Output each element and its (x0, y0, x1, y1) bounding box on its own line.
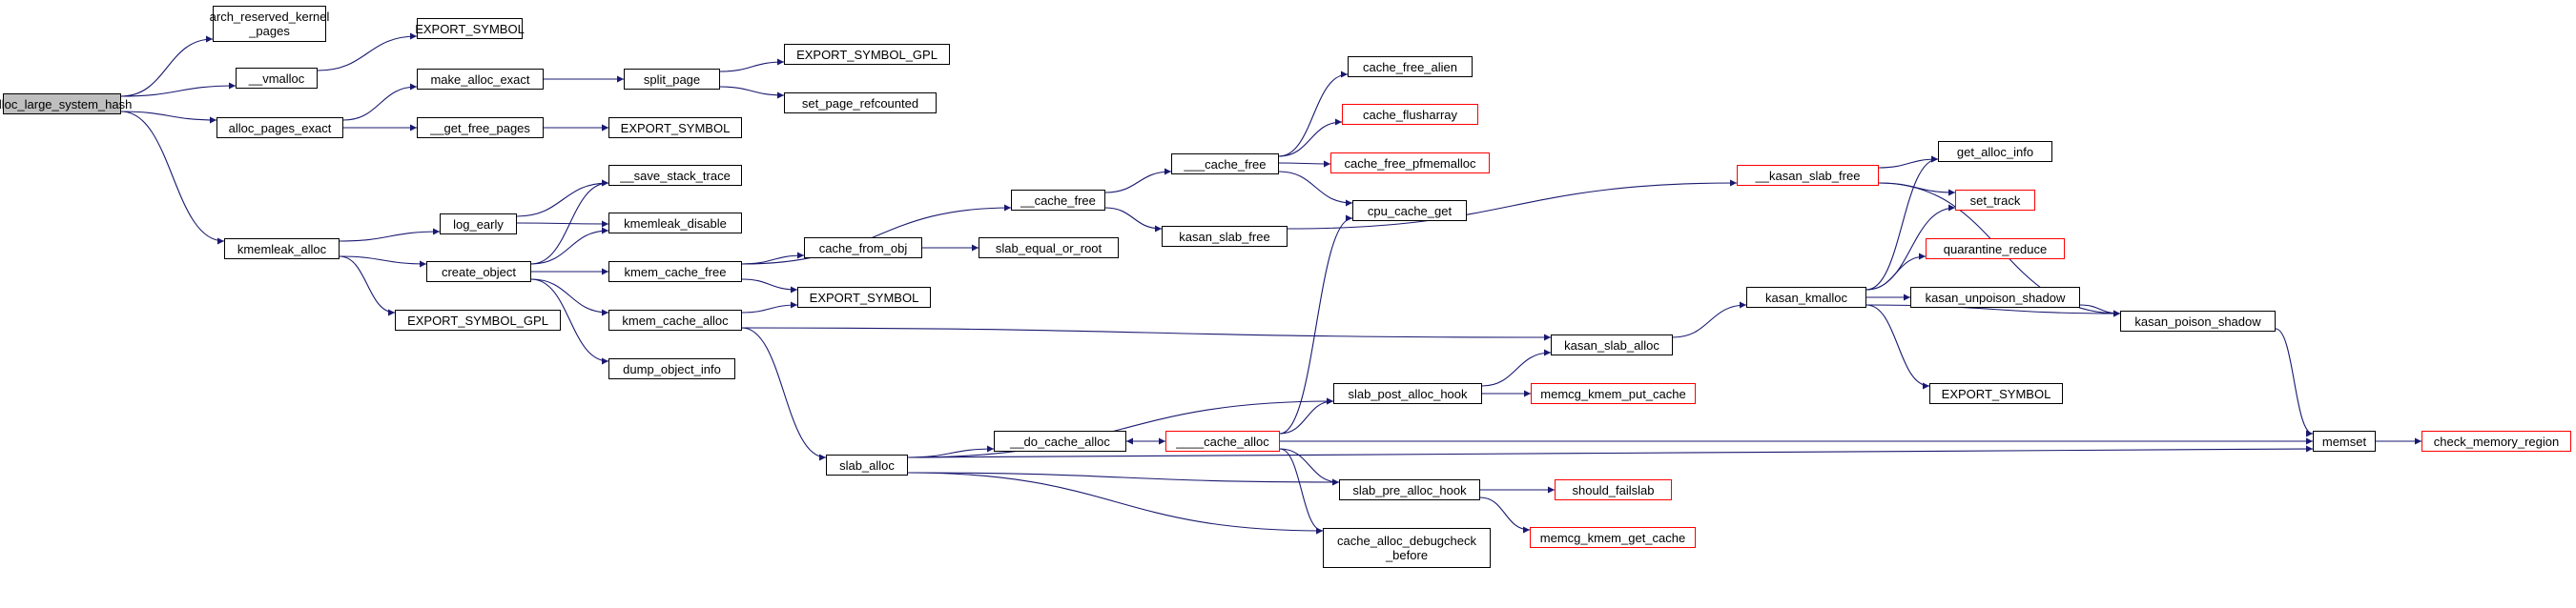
edge-cache-free-2u-to-kasan-slab-free (1104, 207, 1163, 233)
node-arch-reserved-kernel-pages[interactable]: arch_reserved_kernel _pages (210, 6, 329, 42)
node-should-failslab[interactable]: should_failslab (1555, 479, 1672, 500)
node-slab-alloc[interactable]: slab_alloc (826, 455, 908, 476)
node-alloc-large-system-hash: alloc_large_system_hash (0, 93, 132, 114)
edge-kasan-slab-free-2u-to-get-alloc-info (1878, 155, 1939, 169)
node-make-alloc-exact[interactable]: make_alloc_exact (417, 69, 544, 90)
edge-split-page-to-set-page-refcounted (719, 86, 785, 99)
edge-slab-alloc-to-slab-post-alloc-hook (907, 397, 1334, 458)
node-check-memory-region[interactable]: check_memory_region (2421, 431, 2571, 452)
node-kasan-kmalloc[interactable]: kasan_kmalloc (1746, 287, 1866, 308)
node-slab-pre-alloc-hook[interactable]: slab_pre_alloc_hook (1339, 479, 1480, 500)
node-export-symbol-gpl-1[interactable]: EXPORT_SYMBOL_GPL (784, 44, 950, 65)
node-set-track[interactable]: set_track (1955, 190, 2035, 211)
node-quarantine-reduce[interactable]: quarantine_reduce (1926, 238, 2065, 259)
node-kasan-slab-free[interactable]: kasan_slab_free (1162, 226, 1288, 247)
node-get-alloc-info[interactable]: get_alloc_info (1938, 141, 2052, 162)
node-cache-flusharray[interactable]: cache_flusharray (1342, 104, 1478, 125)
edge-cache-alloc-3u-to-slab-post-alloc-hook (1279, 397, 1334, 435)
node-kasan-slab-free-2u[interactable]: __kasan_slab_free (1737, 165, 1879, 186)
edge-kasan-kmalloc-to-quarantine-reduce (1865, 253, 1927, 291)
node-kasan-slab-alloc[interactable]: kasan_slab_alloc (1551, 334, 1673, 355)
node-cpu-cache-get[interactable]: cpu_cache_get (1352, 200, 1467, 221)
edge-create-object-to-save-stack-trace (530, 179, 609, 265)
node-save-stack-trace[interactable]: __save_stack_trace (608, 165, 742, 186)
edge-vmalloc-to-export-symbol-1 (317, 32, 418, 71)
edge-split-page-to-export-symbol-gpl-1 (719, 58, 785, 72)
node-cache-free-alien[interactable]: cache_free_alien (1348, 56, 1473, 77)
edge-alloc-large-system-hash-to-arch-reserved-kernel-pages (120, 35, 214, 97)
node-memset[interactable]: memset (2313, 431, 2376, 452)
node-kmem-cache-free[interactable]: kmem_cache_free (608, 261, 742, 282)
edge-log-early-to-save-stack-trace (516, 179, 609, 217)
node-log-early[interactable]: log_early (440, 213, 517, 234)
node-export-symbol-gpl-2[interactable]: EXPORT_SYMBOL_GPL (395, 310, 561, 331)
node-kmem-cache-alloc[interactable]: kmem_cache_alloc (608, 310, 742, 331)
edge-kasan-poison-shadow-to-memset (2275, 328, 2314, 437)
node-kasan-unpoison-shadow[interactable]: kasan_unpoison_shadow (1910, 287, 2080, 308)
edge-kmem-cache-alloc-to-kasan-slab-alloc (741, 327, 1552, 341)
node-split-page[interactable]: split_page (624, 69, 720, 90)
node-cache-alloc-3u[interactable]: ____cache_alloc (1165, 431, 1280, 452)
edge-kasan-kmalloc-to-kasan-poison-shadow (1865, 304, 2121, 317)
edge-slab-pre-alloc-hook-to-memcg-kmem-get-cache (1479, 497, 1531, 534)
node-cache-from-obj[interactable]: cache_from_obj (804, 237, 922, 258)
node-set-page-refcounted[interactable]: set_page_refcounted (784, 92, 937, 113)
edge-kmemleak-alloc-to-log-early (339, 228, 441, 242)
node-export-symbol-4[interactable]: EXPORT_SYMBOL (1929, 383, 2063, 404)
edge-kmem-cache-free-to-cache-free-2u (741, 204, 1012, 265)
edge-slab-post-alloc-hook-to-kasan-slab-alloc (1481, 349, 1552, 387)
node-kasan-poison-shadow[interactable]: kasan_poison_shadow (2120, 311, 2276, 332)
node-export-symbol-3[interactable]: EXPORT_SYMBOL (797, 287, 931, 308)
edge-kasan-slab-free-to-kasan-slab-free-2u (1287, 179, 1738, 230)
node-slab-post-alloc-hook[interactable]: slab_post_alloc_hook (1333, 383, 1482, 404)
node-cache-free-3u[interactable]: ___cache_free (1171, 153, 1279, 174)
node-memcg-kmem-put-cache[interactable]: memcg_kmem_put_cache (1531, 383, 1696, 404)
edge-kmem-cache-free-to-export-symbol-3 (741, 278, 798, 294)
node-vmalloc[interactable]: __vmalloc (236, 68, 318, 89)
node-do-cache-alloc[interactable]: __do_cache_alloc (994, 431, 1126, 452)
node-dump-object-info[interactable]: dump_object_info (608, 358, 735, 379)
edge-alloc-large-system-hash-to-kmemleak-alloc (120, 111, 225, 245)
edge-kasan-kmalloc-to-get-alloc-info (1865, 155, 1939, 291)
node-kmemleak-disable[interactable]: kmemleak_disable (608, 213, 742, 233)
edge-create-object-to-dump-object-info (530, 278, 609, 365)
edge-alloc-pages-exact-to-make-alloc-exact (342, 83, 418, 121)
edge-log-early-to-kmemleak-disable (516, 220, 609, 228)
node-create-object[interactable]: create_object (426, 261, 531, 282)
node-export-symbol-2[interactable]: EXPORT_SYMBOL (608, 117, 742, 138)
edge-kmemleak-alloc-to-export-symbol-gpl-2 (339, 255, 396, 316)
edge-cache-free-3u-to-cpu-cache-get (1278, 171, 1353, 207)
node-alloc-pages-exact[interactable]: alloc_pages_exact (216, 117, 343, 138)
edge-create-object-to-kmemleak-disable (530, 227, 609, 265)
edge-kmem-cache-alloc-to-slab-alloc (741, 327, 827, 461)
node-kmemleak-alloc[interactable]: kmemleak_alloc (224, 238, 340, 259)
edge-kmem-cache-alloc-to-export-symbol-3 (741, 301, 798, 314)
edge-create-object-to-kmem-cache-alloc (530, 278, 609, 316)
edge-cache-alloc-3u-to-cache-alloc-debugcheck-before (1279, 448, 1324, 535)
edge-alloc-large-system-hash-to-vmalloc (120, 82, 237, 97)
edge-cache-free-3u-to-cache-free-pfmemalloc (1278, 160, 1331, 168)
edge-slab-alloc-to-cache-alloc-debugcheck-before (907, 472, 1324, 535)
edge-cache-free-3u-to-cache-flusharray (1278, 118, 1343, 157)
edge-kasan-slab-alloc-to-kasan-kmalloc (1672, 301, 1747, 338)
edge-kmemleak-alloc-to-create-object (339, 255, 427, 268)
node-cache-alloc-debugcheck-before[interactable]: cache_alloc_debugcheck _before (1323, 528, 1491, 568)
edge-kasan-kmalloc-to-export-symbol-4 (1865, 304, 1930, 390)
node-cache-free-pfmemalloc[interactable]: cache_free_pfmemalloc (1330, 152, 1490, 173)
edge-alloc-large-system-hash-to-alloc-pages-exact (120, 111, 217, 124)
edge-cache-free-3u-to-cache-free-alien (1278, 71, 1349, 157)
node-memcg-kmem-get-cache[interactable]: memcg_kmem_get_cache (1530, 527, 1696, 548)
edge-cache-free-2u-to-cache-free-3u (1104, 168, 1172, 193)
node-cache-free-2u[interactable]: __cache_free (1011, 190, 1105, 211)
edge-cache-alloc-3u-to-cpu-cache-get (1279, 214, 1353, 435)
edge-cache-alloc-3u-to-slab-pre-alloc-hook (1279, 448, 1340, 486)
node-get-free-pages[interactable]: __get_free_pages (417, 117, 544, 138)
edge-slab-alloc-to-slab-pre-alloc-hook (907, 472, 1340, 486)
node-export-symbol-1[interactable]: EXPORT_SYMBOL (415, 18, 525, 39)
node-slab-equal-or-root[interactable]: slab_equal_or_root (979, 237, 1119, 258)
edge-kasan-unpoison-shadow-to-kasan-poison-shadow (2079, 304, 2121, 317)
